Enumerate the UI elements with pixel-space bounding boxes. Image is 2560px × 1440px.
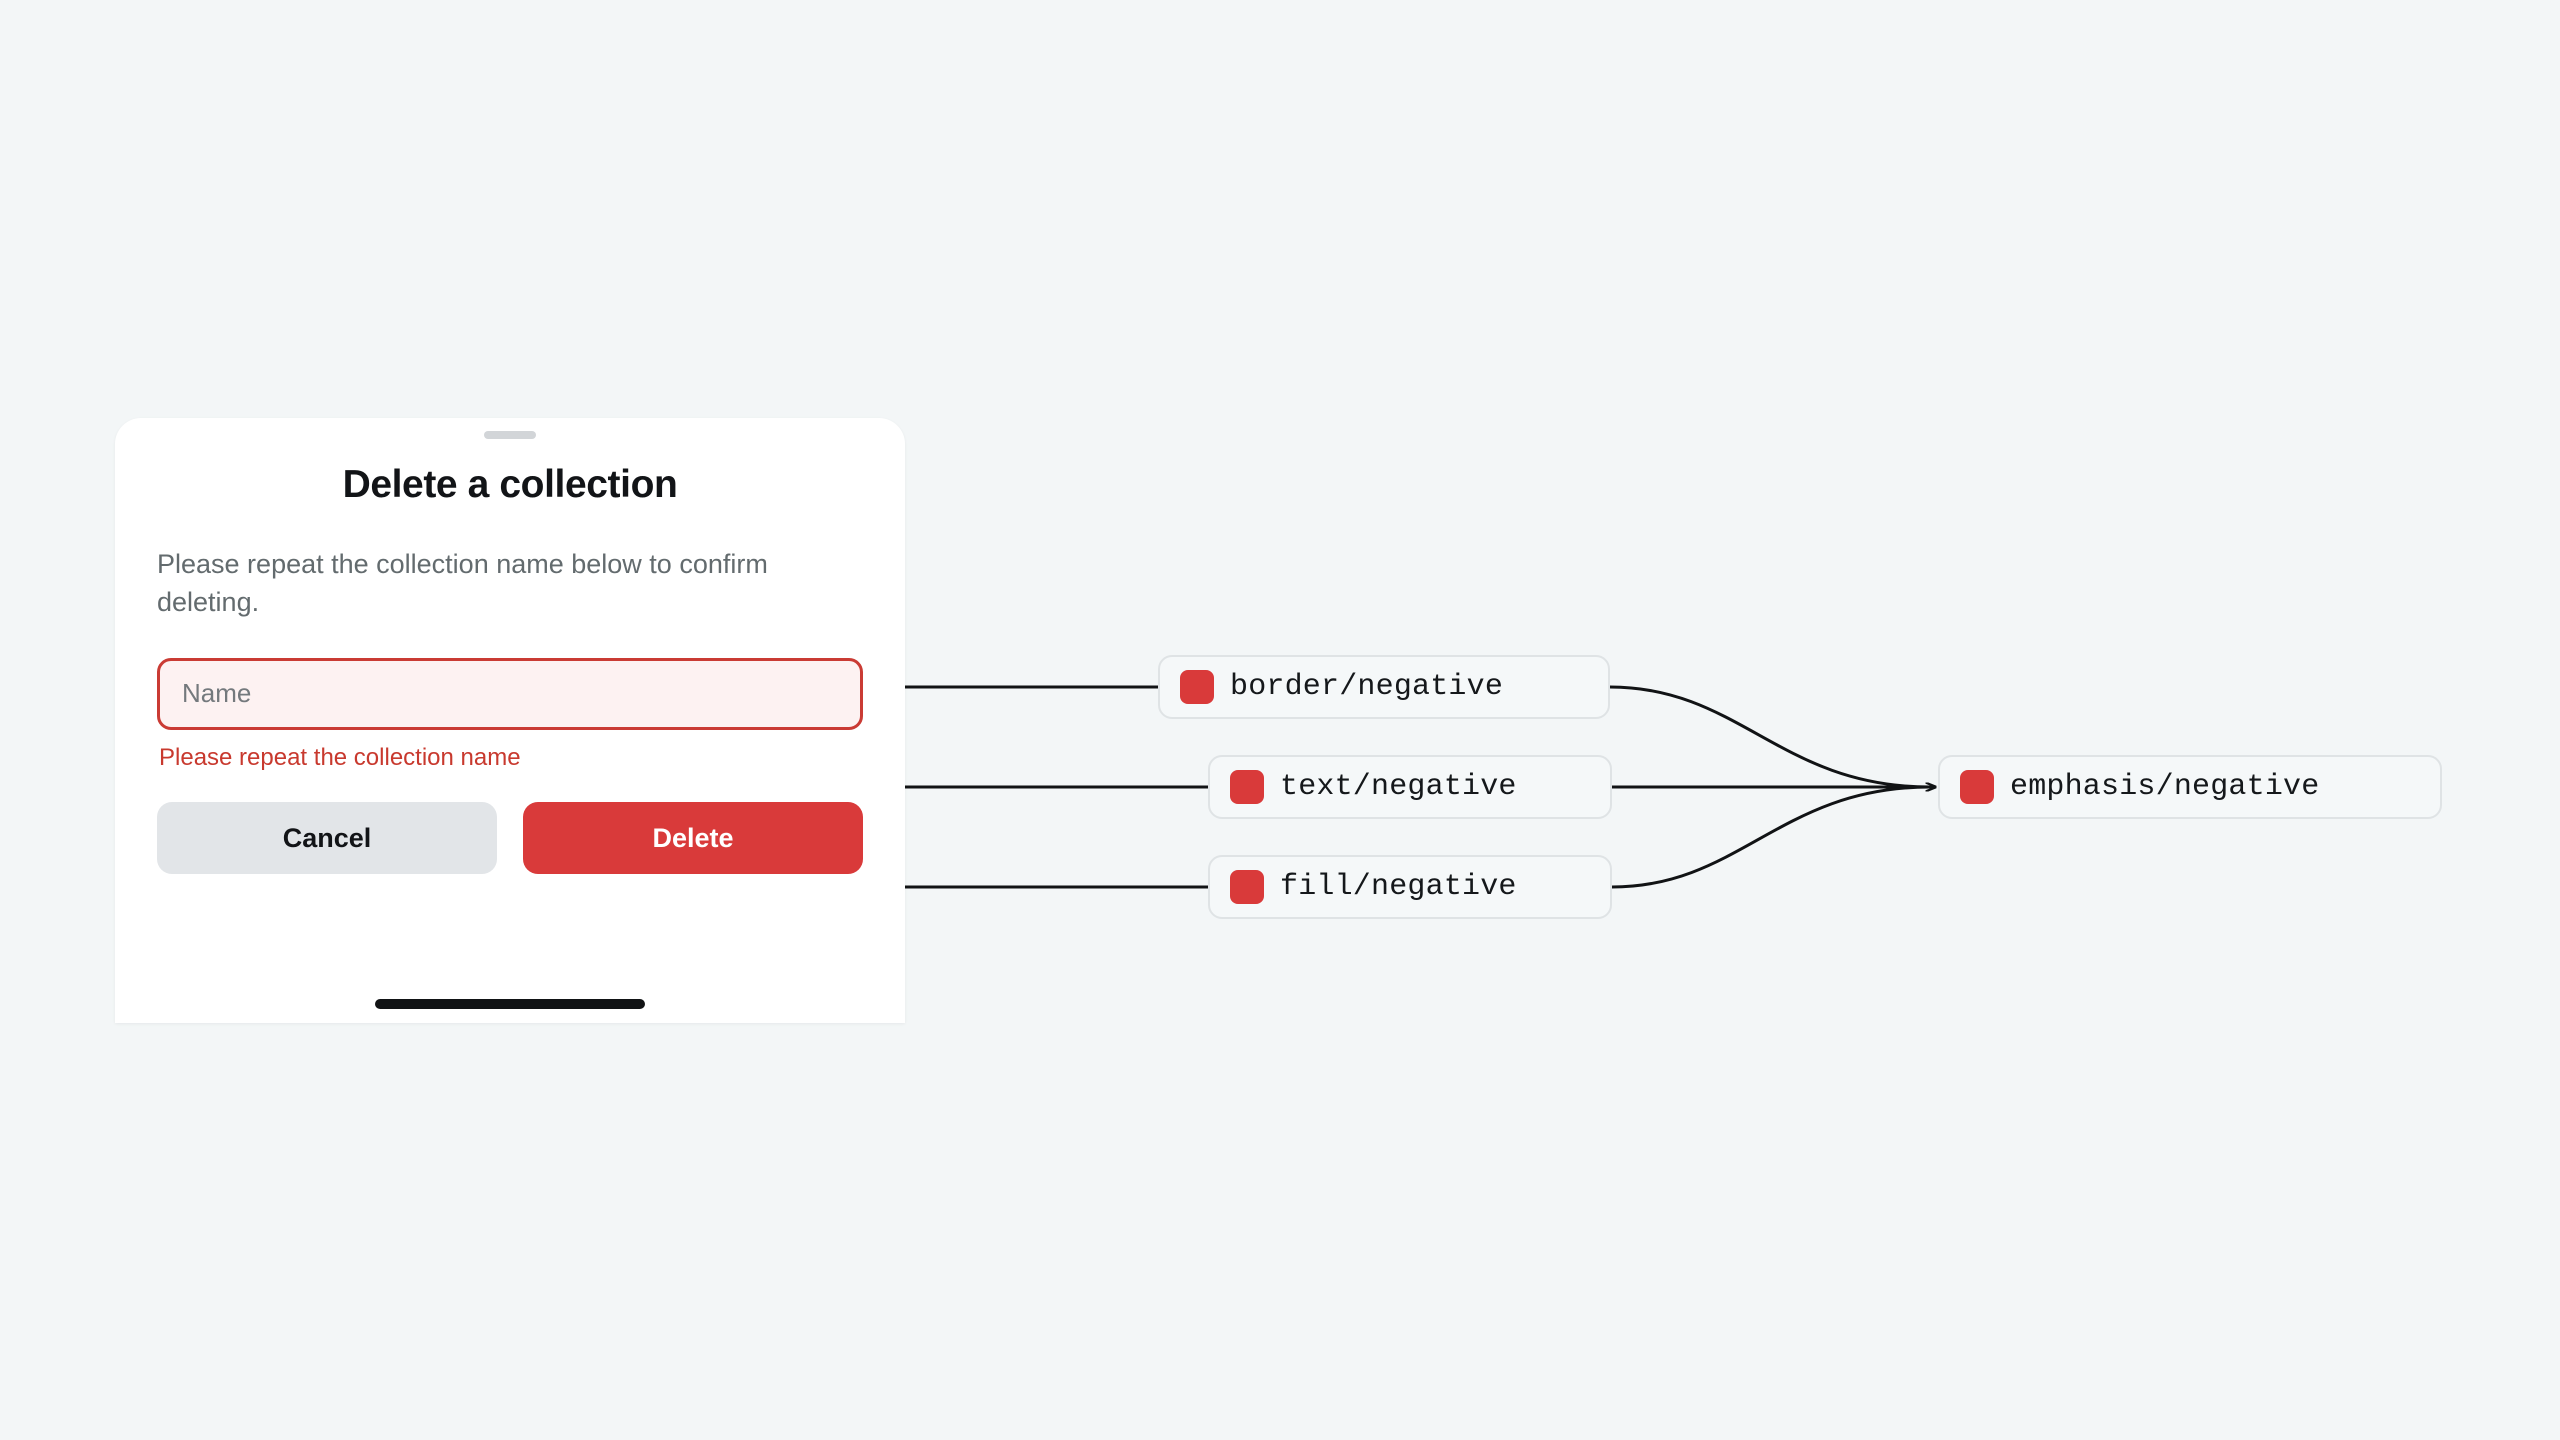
node-emphasis-negative[interactable]: emphasis/negative (1938, 755, 2442, 819)
node-label: emphasis/negative (2010, 770, 2320, 804)
edge-border-to-emphasis (1609, 685, 1931, 789)
color-swatch-icon (1180, 670, 1214, 704)
dialog-description: Please repeat the collection name below … (157, 548, 768, 618)
color-swatch-icon (1230, 770, 1264, 804)
delete-button[interactable]: Delete (523, 802, 863, 875)
edge-fill-to-emphasis (1611, 785, 1931, 889)
node-text-negative[interactable]: text/negative (1208, 755, 1612, 819)
cancel-button[interactable]: Cancel (157, 802, 497, 875)
sheet-drag-handle[interactable] (484, 431, 536, 439)
dialog-action-row: Cancel Delete (157, 802, 863, 875)
node-border-negative[interactable]: border/negative (1158, 655, 1610, 719)
color-swatch-icon (1230, 870, 1264, 904)
node-label: border/negative (1230, 670, 1504, 704)
color-swatch-icon (1960, 770, 1994, 804)
node-label: fill/negative (1280, 870, 1517, 904)
node-fill-negative[interactable]: fill/negative (1208, 855, 1612, 919)
home-indicator (375, 999, 645, 1009)
collection-name-input[interactable] (157, 657, 863, 730)
dialog-content: Delete a collection Please repeat the co… (157, 463, 863, 875)
name-input-error-message: Please repeat the collection name (159, 743, 521, 771)
dialog-title: Delete a collection (342, 463, 678, 506)
node-label: text/negative (1280, 770, 1517, 804)
delete-collection-dialog: Delete a collection Please repeat the co… (115, 418, 905, 1023)
